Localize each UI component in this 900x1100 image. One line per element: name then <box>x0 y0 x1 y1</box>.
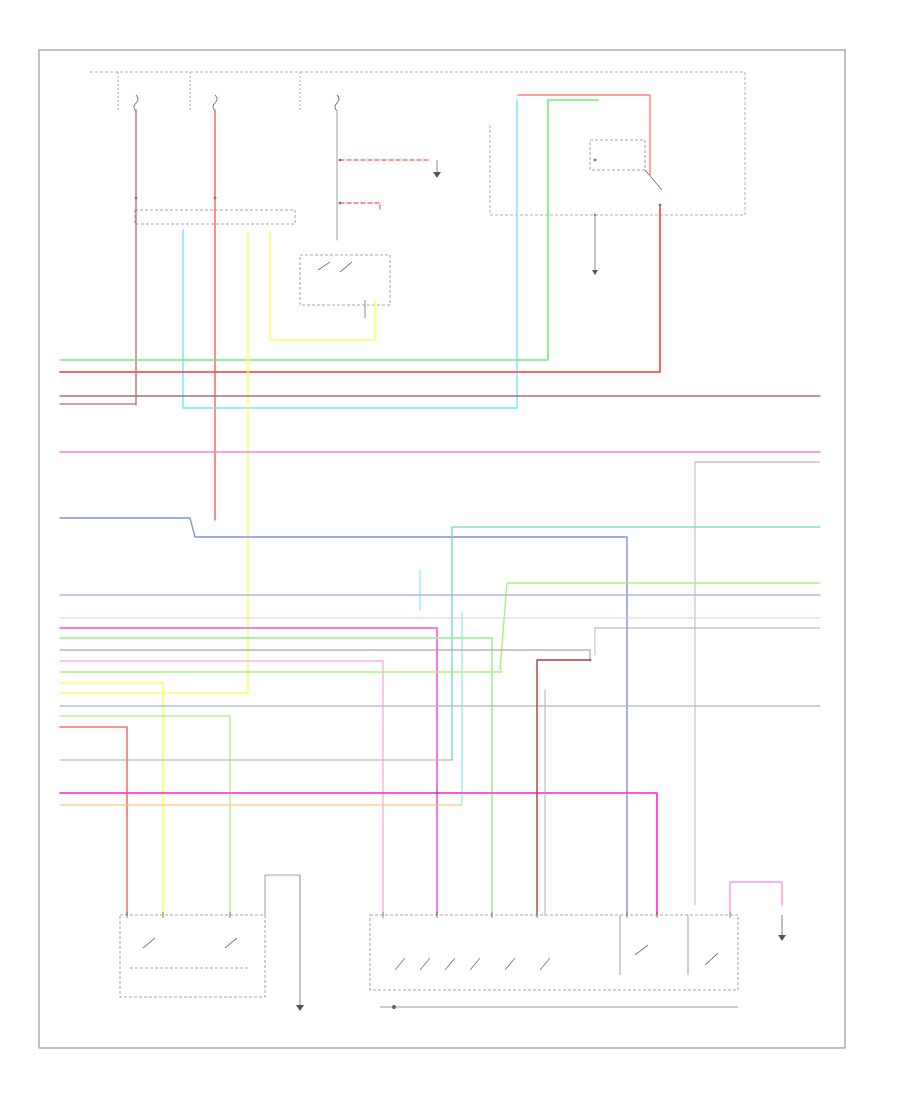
transmission-range-switch <box>369 914 786 1009</box>
diagram-frame <box>38 49 846 1049</box>
switch-box-upper-left <box>134 209 391 318</box>
ground-symbols <box>433 160 598 275</box>
top-fuse-area <box>90 71 746 216</box>
connector-dots <box>134 158 662 795</box>
transmission-control-switch <box>119 874 304 1011</box>
connector-pins <box>126 912 731 918</box>
fuse-group <box>133 94 340 112</box>
transmission-relay <box>589 139 663 270</box>
wiring <box>59 94 821 916</box>
